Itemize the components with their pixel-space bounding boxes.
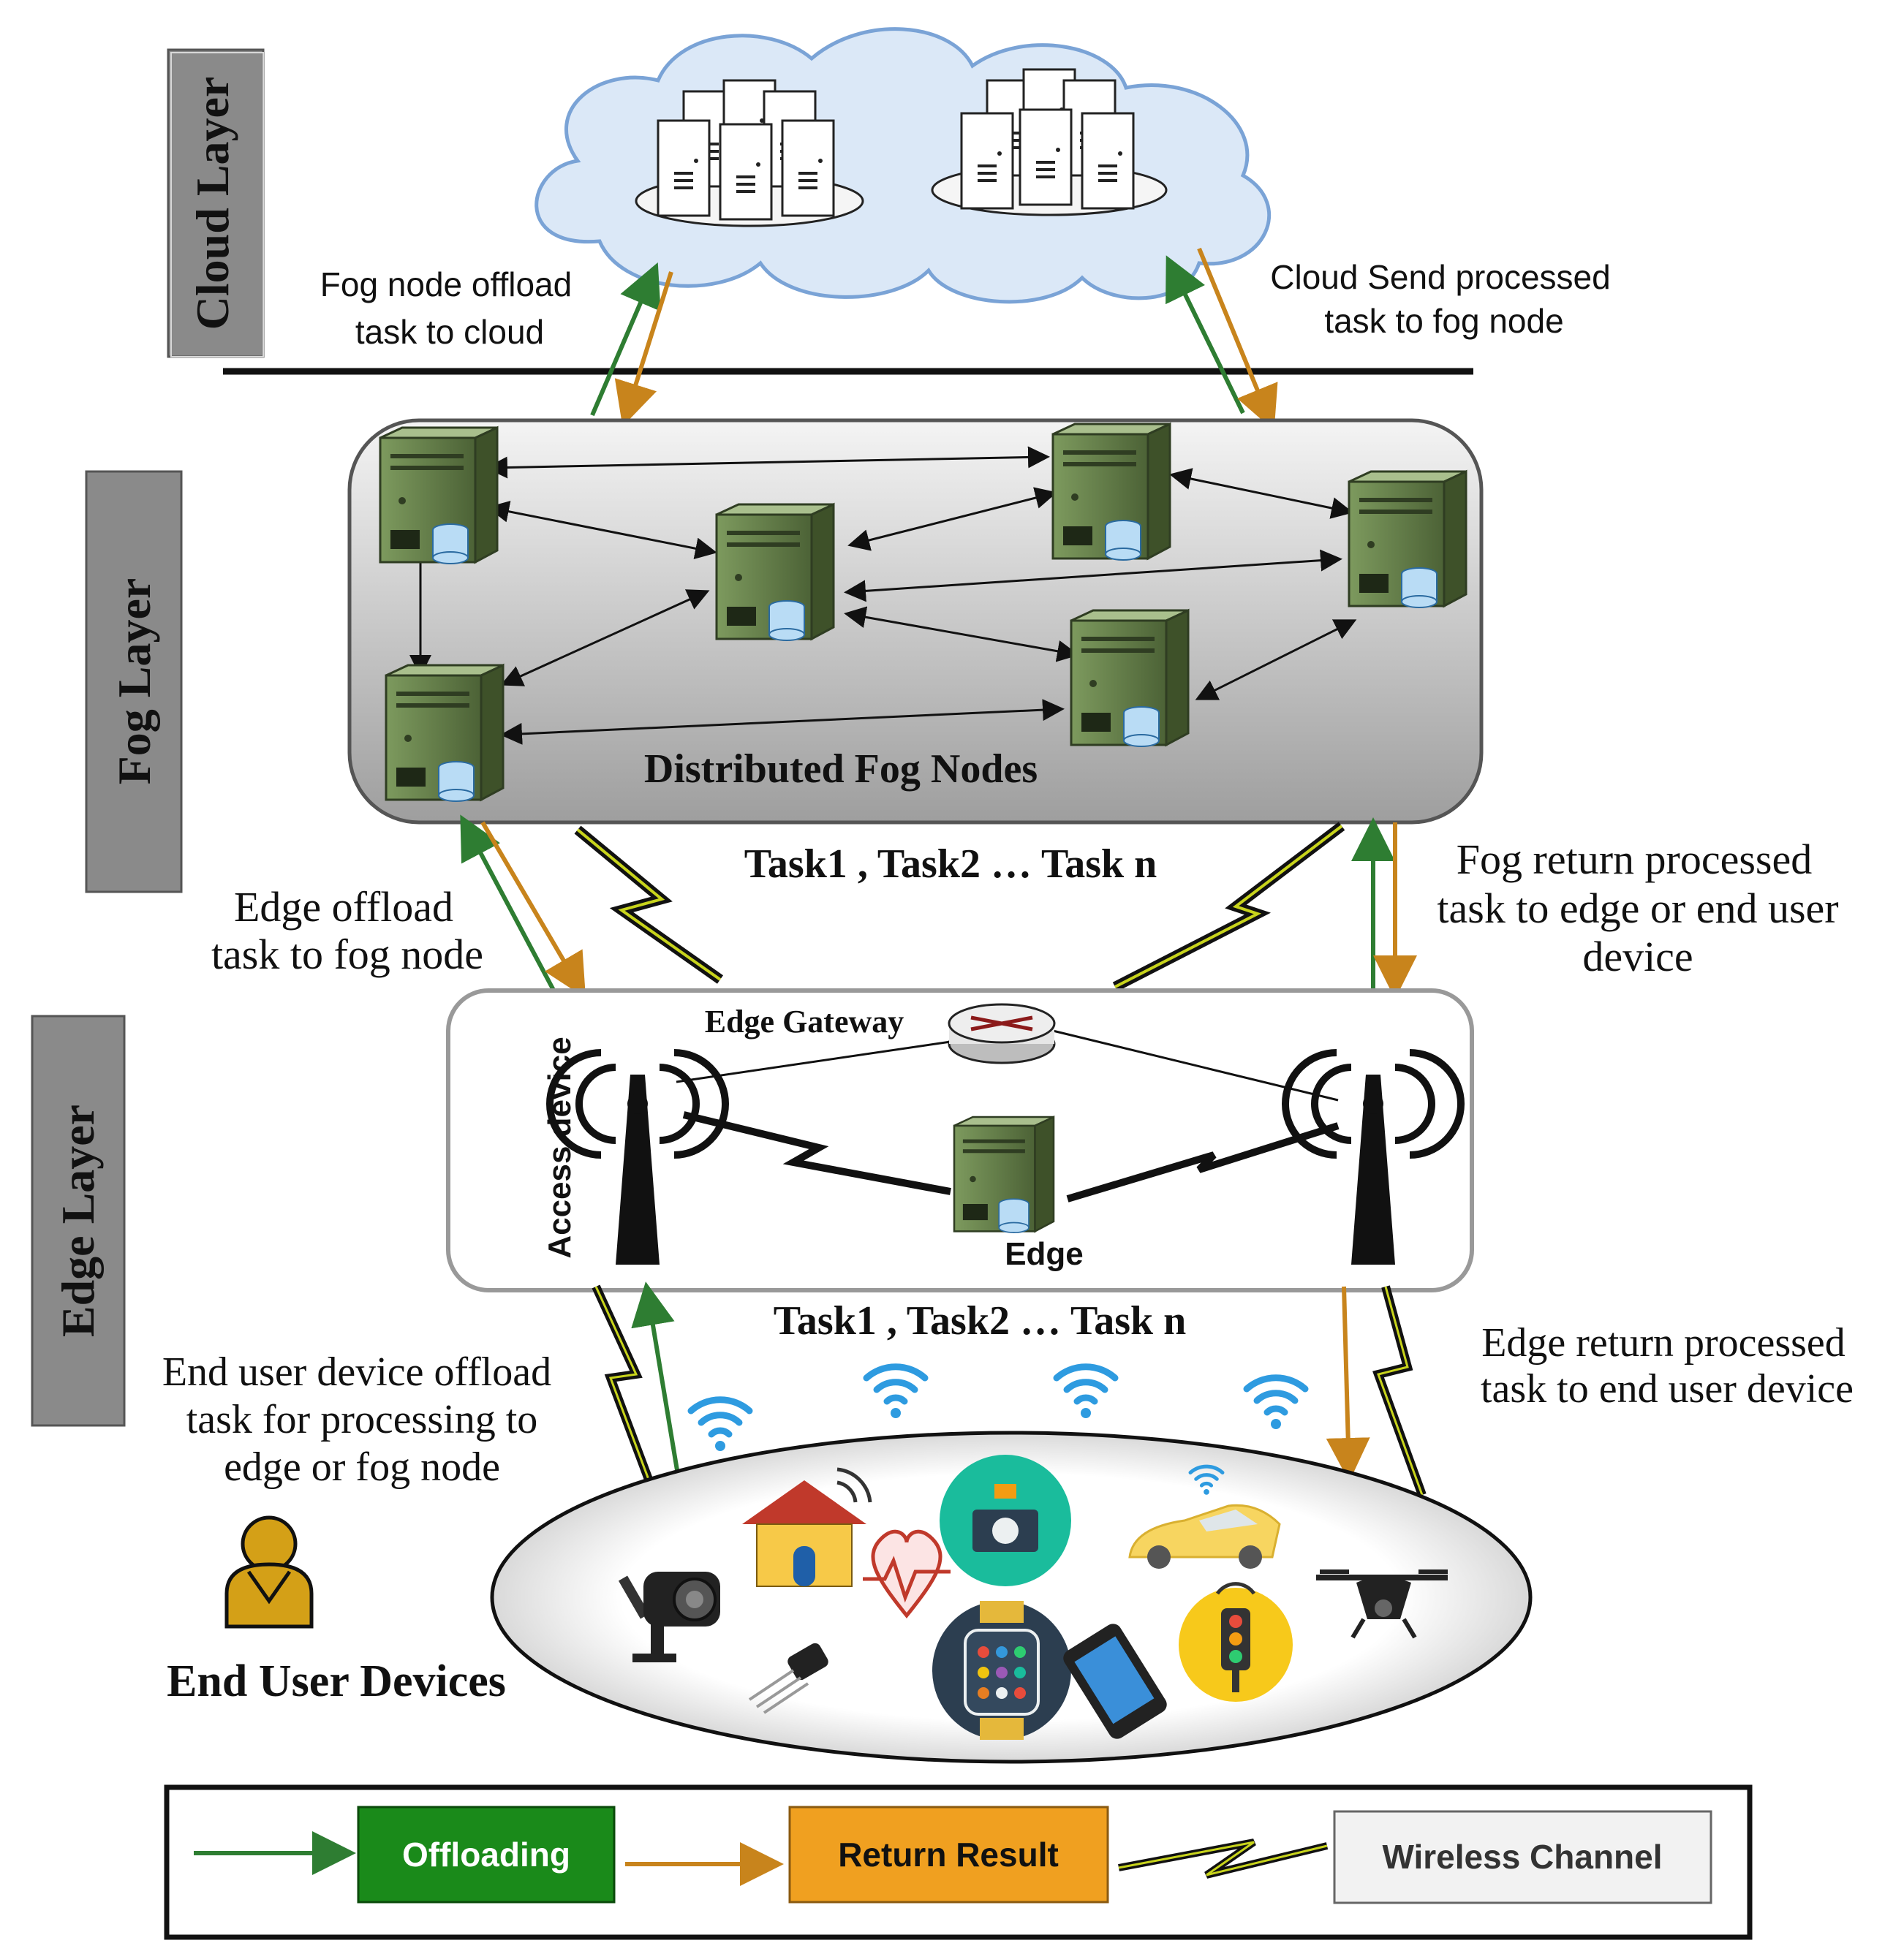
legend-wireless-box [1333, 1810, 1712, 1904]
fog-link [844, 549, 1342, 602]
heart-rate-icon [863, 1529, 951, 1619]
legend-offloading-label: Offloading [402, 1836, 570, 1874]
user-icon [224, 1515, 314, 1629]
end-user-offload-label-line1: End user device offload [162, 1349, 551, 1395]
end-user-devices-label: End User Devices [167, 1656, 506, 1706]
router-icon [948, 1003, 1056, 1064]
end-user-offload-label-line2: task for processing to [186, 1397, 538, 1442]
fog-link [847, 487, 1057, 551]
wireless-link-fog-edge-right [1112, 822, 1345, 992]
distributed-fog-nodes-label: Distributed Fog Nodes [644, 746, 1038, 792]
edge-offload-label-line2: task to fog node [211, 931, 483, 978]
cloud-send-label-line1: Cloud Send processed [1270, 258, 1610, 296]
fog-to-cloud-offload-arrow-right [1166, 255, 1245, 414]
fog-server-icon [1070, 609, 1190, 748]
legend-wireless-symbol-highlight [1118, 1841, 1328, 1877]
photo-camera-icon [940, 1455, 1071, 1586]
legend-offloading-box [357, 1806, 616, 1904]
sensor-icon [748, 1643, 828, 1714]
fog-offload-label-line2: task to cloud [355, 313, 544, 351]
fog-server-icon [379, 426, 499, 565]
fog-layer-label: Fog Layer [85, 470, 183, 893]
edge-to-device-return-arrow [1326, 1286, 1370, 1482]
edge-node-label: Edge [1005, 1236, 1084, 1272]
smartphone-icon [1063, 1624, 1167, 1739]
edge-wireless-link [682, 1111, 951, 1195]
fog-link [487, 500, 717, 560]
server-icon [719, 123, 773, 221]
cloud-to-fog-return-arrow-right [1197, 247, 1278, 431]
fog-link [844, 606, 1079, 662]
fog-link [500, 589, 710, 686]
smartwatch-icon [932, 1601, 1071, 1740]
cloud-layer-text: Cloud Layer [186, 77, 238, 330]
fog-to-edge-return-arrow [480, 821, 586, 999]
fog-offload-label-line1: Fog node offload [320, 265, 572, 303]
edge-offload-label-line1: Edge offload [234, 883, 453, 931]
fog-to-cloud-offload-arrow [590, 262, 661, 417]
edge-return-label-line2: task to end user device [1481, 1366, 1854, 1412]
edge-return-label-line1: Edge return processed [1481, 1320, 1846, 1366]
fog-link [1169, 468, 1353, 519]
fog-link [1195, 619, 1357, 700]
cloud-shape [534, 27, 1272, 304]
house-icon [742, 1467, 872, 1587]
legend-wireless-label: Wireless Channel [1382, 1838, 1662, 1876]
fog-return-label-line3: device [1582, 933, 1693, 980]
fog-server-icon [385, 664, 505, 803]
server-icon [657, 119, 711, 217]
legend: Offloading Return Result Wireless Channe… [164, 1784, 1753, 1940]
fog-server-icon [953, 1116, 1055, 1234]
cloud-send-label-line2: task to fog node [1324, 302, 1563, 340]
edge-gateway-label: Edge Gateway [705, 1004, 904, 1040]
wireless-link-edge-devices-left-highlight [594, 1286, 656, 1496]
edge-link [676, 1040, 951, 1083]
wifi-icon [1247, 1378, 1305, 1429]
tasks-fog-label: Task1 , Task2 … Task n [744, 841, 1157, 887]
legend-return-label: Return Result [838, 1836, 1059, 1874]
fog-server-icon [715, 503, 835, 642]
edge-layer-text: Edge Layer [52, 1105, 104, 1337]
server-icon [1081, 112, 1135, 210]
wireless-link-edge-devices-right-highlight [1377, 1286, 1424, 1496]
server-icon [781, 119, 835, 217]
wifi-icon [691, 1400, 749, 1451]
server-icon [960, 112, 1014, 210]
cloud-server-group-right [931, 68, 1168, 216]
wifi-icon [866, 1367, 925, 1418]
edge-to-fog-offload-arrow [460, 814, 558, 996]
device-to-edge-offload-arrow [631, 1281, 682, 1488]
camera-icon [618, 1572, 720, 1662]
cloud-to-fog-return-arrow [614, 271, 673, 427]
fog-return-label-line2: task to edge or end user [1437, 885, 1838, 932]
legend-return-box [788, 1806, 1109, 1904]
cloud-server-group-left [635, 79, 864, 227]
traffic-light-icon [1179, 1582, 1293, 1702]
edge-wireless-link [1066, 1122, 1340, 1203]
fog-return-label-line1: Fog return processed [1457, 836, 1812, 883]
wifi-icon [1057, 1367, 1115, 1418]
wireless-link-fog-edge-left [574, 825, 724, 984]
fog-server-icon [1051, 423, 1171, 561]
fog-mesh-links [409, 446, 1357, 745]
fog-server-icon [1348, 470, 1467, 609]
fog-link [486, 446, 1050, 479]
fog-layer-text: Fog Layer [108, 578, 160, 785]
edge-layer-label: Edge Layer [31, 1015, 126, 1427]
wireless-link-edge-devices-left [592, 1284, 659, 1497]
drone-icon [1316, 1569, 1448, 1639]
car-icon [1128, 1466, 1281, 1569]
cloud-layer-label: Cloud Layer [167, 48, 265, 358]
tasks-edge-label: Task1 , Task2 … Task n [774, 1298, 1187, 1344]
fog-link [500, 699, 1065, 745]
end-user-offload-label-line3: edge or fog node [224, 1444, 500, 1490]
server-icon [1019, 108, 1073, 206]
